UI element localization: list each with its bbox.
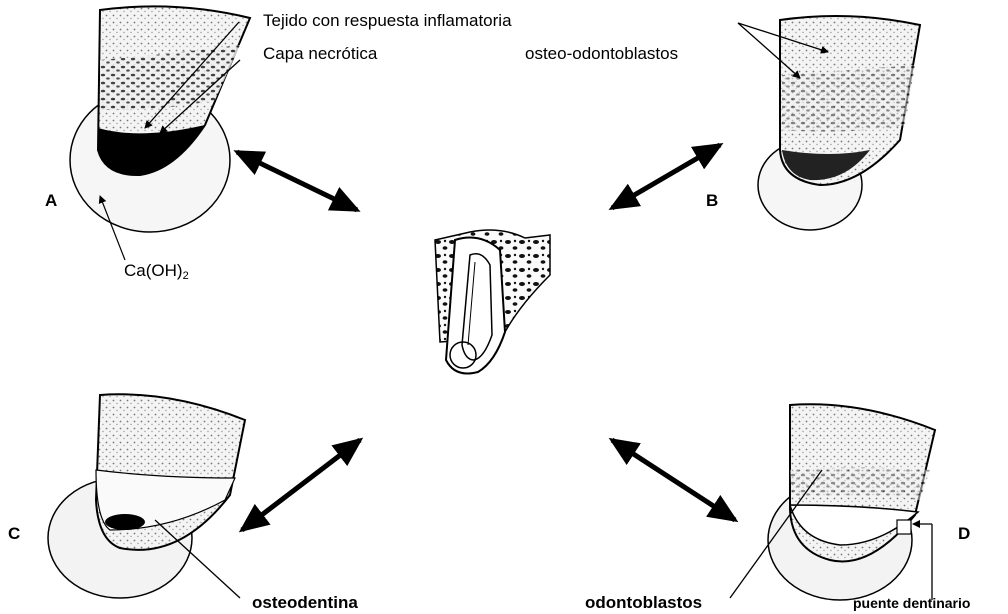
- panel-d-illustration: [730, 404, 935, 600]
- panel-d-label: D: [958, 525, 970, 542]
- necrotic-layer-label: Capa necrótica: [263, 45, 377, 62]
- osteodentin-label: osteodentina: [252, 594, 358, 611]
- necrotic-remnant: [105, 514, 145, 530]
- inflammatory-tissue-label: Tejido con respuesta inflamatoria: [263, 12, 512, 29]
- osteo-odontoblasts-label: osteo-odontoblastos: [525, 45, 678, 62]
- arrow-c-center: [242, 440, 360, 530]
- arrow-a-center: [237, 152, 357, 210]
- calcium-hydroxide-subscript: 2: [183, 270, 189, 282]
- panel-a-illustration: [70, 6, 250, 260]
- odontoblasts-label: odontoblastos: [585, 594, 702, 611]
- calcium-hydroxide-label: Ca(OH)2: [124, 262, 189, 282]
- odontoblast-layer: [790, 468, 930, 501]
- arrow-d-center: [612, 440, 735, 520]
- panel-c-label: C: [8, 525, 20, 542]
- panel-b-label: B: [706, 192, 718, 209]
- osteo-odontoblast-layer: [782, 65, 915, 132]
- panel-a-label: A: [45, 192, 57, 209]
- calcium-hydroxide-text: Ca(OH): [124, 261, 183, 280]
- dentin-bridge-marker: [897, 520, 911, 534]
- panel-c-illustration: [48, 394, 245, 598]
- arrow-b-center: [612, 145, 720, 208]
- dentin-bridge-label: puente dentinario: [853, 596, 970, 610]
- panel-b-illustration: [738, 16, 920, 230]
- central-tooth-illustration: [435, 230, 550, 374]
